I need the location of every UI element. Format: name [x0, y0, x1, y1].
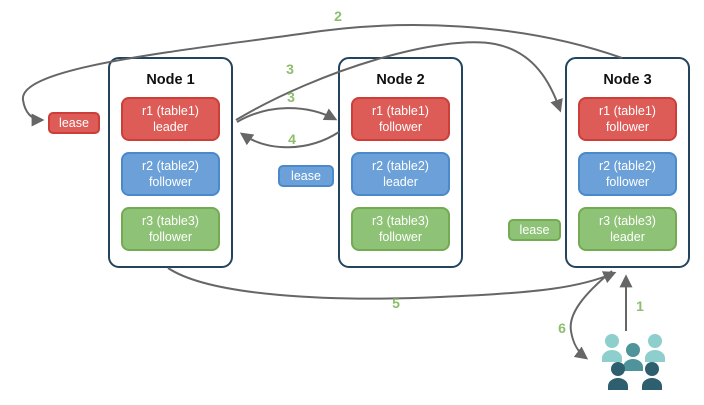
arrow-step5-node1-to-node3	[167, 267, 617, 300]
replica-name: r1 (table1)	[142, 103, 199, 118]
node-1-replica-r3: r3 (table3) follower	[121, 207, 220, 251]
arrow-label-4: 4	[288, 131, 296, 147]
node-2-replica-r3: r3 (table3) follower	[351, 207, 450, 251]
arrow-label-3b: 3	[287, 89, 295, 105]
arrow-step3-node1-to-node2	[236, 107, 338, 123]
replica-role: follower	[148, 175, 193, 189]
replica-name: r3 (table3)	[142, 213, 199, 228]
arrow-label-1: 1	[636, 298, 644, 314]
node-2-title: Node 2	[376, 72, 425, 88]
arrow-label-6: 6	[558, 320, 566, 336]
lease-badge-red: lease	[48, 112, 100, 134]
person-top-left	[602, 334, 622, 362]
node-1-replica-r2: r2 (table2) follower	[121, 152, 220, 196]
node-2-replica-r1: r1 (table1) follower	[351, 97, 450, 141]
person-middle	[623, 343, 643, 371]
replica-name: r2 (table2)	[599, 158, 656, 173]
node-2-replica-r2: r2 (table2) leader	[351, 152, 450, 196]
node-3-replica-r2: r2 (table2) follower	[578, 152, 677, 196]
node-1: Node 1 r1 (table1) leader r2 (table2) fo…	[108, 57, 233, 268]
users-group-icon	[602, 334, 665, 390]
replica-name: r3 (table3)	[372, 213, 429, 228]
arrow-label-5: 5	[392, 295, 400, 311]
person-top-right	[645, 334, 665, 362]
node-3-replica-r1: r1 (table1) follower	[578, 97, 677, 141]
replica-role: follower	[148, 230, 193, 244]
replica-role: leader	[153, 120, 188, 134]
replica-name: r3 (table3)	[599, 213, 656, 228]
replica-role: follower	[378, 230, 423, 244]
replica-role: follower	[605, 175, 650, 189]
lease-badge-green: lease	[508, 219, 561, 241]
replica-name: r1 (table1)	[599, 103, 656, 118]
person-bottom-right	[642, 362, 662, 390]
node-1-replica-r1: r1 (table1) leader	[121, 97, 220, 141]
replica-role: leader	[383, 175, 418, 189]
replica-role: follower	[378, 120, 423, 134]
node-3: Node 3 r1 (table1) follower r2 (table2) …	[565, 57, 690, 268]
replica-role: leader	[610, 230, 645, 244]
replica-name: r2 (table2)	[372, 158, 429, 173]
node-1-title: Node 1	[146, 72, 195, 88]
node-3-replica-r3: r3 (table3) leader	[578, 207, 677, 251]
arrow-label-3a: 3	[286, 61, 294, 77]
node-3-title: Node 3	[603, 72, 652, 88]
node-2: Node 2 r1 (table1) follower r2 (table2) …	[338, 57, 463, 268]
replica-name: r1 (table1)	[372, 103, 429, 118]
replica-name: r2 (table2)	[142, 158, 199, 173]
replica-role: follower	[605, 120, 650, 134]
arrow-label-2: 2	[334, 8, 342, 24]
lease-badge-blue: lease	[278, 165, 334, 187]
